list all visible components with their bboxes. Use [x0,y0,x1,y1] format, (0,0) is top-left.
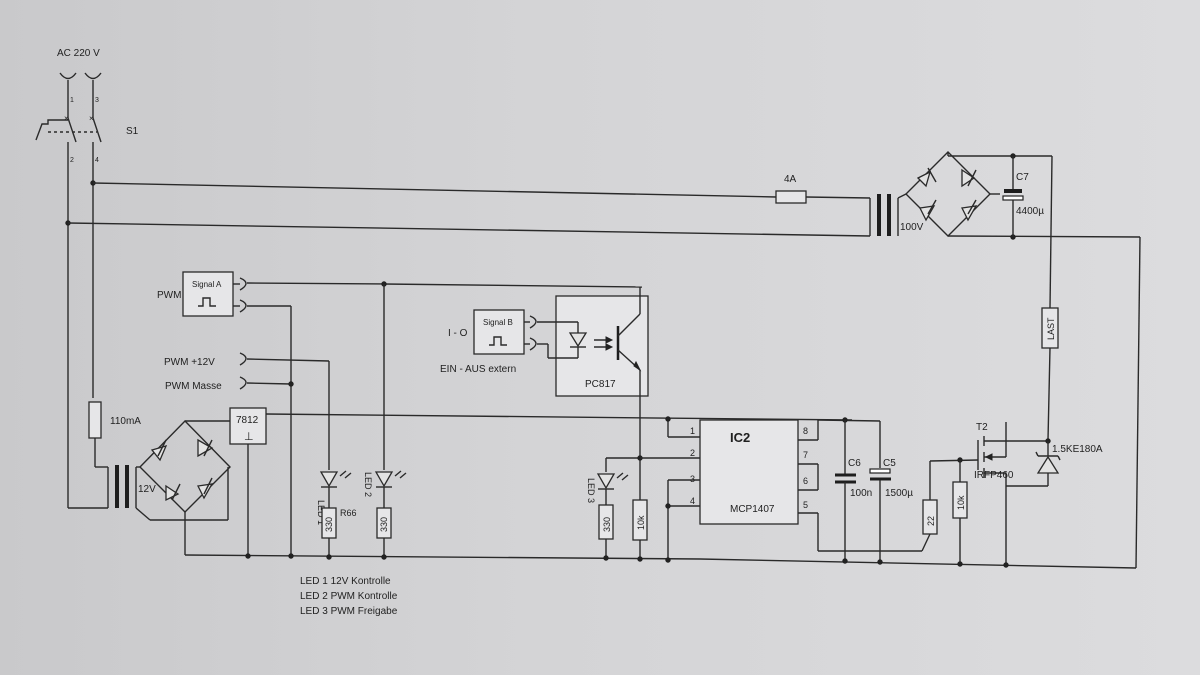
c6-value: 100n [850,488,872,499]
opto-led [568,332,588,348]
signal-b-caption: EIN - AUS extern [440,364,516,375]
aux-transformer-label: 12V [138,484,156,495]
terminal-pwm12-label: PWM +12V [164,357,215,368]
regulator-label: 7812 [236,415,259,426]
gate-driver-ic [699,419,799,525]
c7-value: 4400µ [1016,206,1044,217]
c5-value: 1500µ [885,488,913,499]
ic-pin-3: 3 [690,474,695,484]
fuse-main-label: 4A [784,174,797,185]
pin-4-label: 4 [95,157,99,164]
fuse-aux [88,401,102,439]
mains-terminal-3 [84,72,102,80]
load-label: LAST [1046,317,1056,340]
ic-pin-7: 7 [803,450,808,460]
r66-label: R66 [340,508,357,518]
main-bridge-rectifier [897,151,991,237]
ic-pin-5: 5 [803,500,808,510]
ground-symbol: ⊥ [244,431,254,443]
ic-part: MCP1407 [730,504,775,515]
resistor-330-1-label: 330 [324,517,334,532]
gate-pulldown-label: 10k [956,495,966,510]
capacitor-c5 [869,468,891,481]
pin-1-label: 1 [70,97,74,104]
tvs-diode [1006,441,1061,487]
signal-a-label: PWM [157,290,181,301]
led2-label: LED 2 [363,472,373,497]
pin-2-label: 2 [70,157,74,164]
voltage-regulator [229,407,267,445]
signal-b-label: I - O [448,328,468,339]
ic-pin-2: 2 [690,448,695,458]
switch-label: S1 [126,126,139,137]
main-transformer [869,194,899,236]
optocoupler [555,295,649,397]
signal-a-title: Signal A [192,280,222,289]
ic-pin-6: 6 [803,476,808,486]
svg-text:×: × [89,114,94,123]
capacitor-c6 [835,473,856,484]
terminal-pwm-gnd-label: PWM Masse [165,381,222,392]
led3-label: LED 3 [586,478,596,503]
c5-name: C5 [883,458,896,469]
mosfet-part: IRFP460 [974,470,1014,481]
ic-pin-8: 8 [803,426,808,436]
resistor-330-3-label: 330 [602,517,612,532]
resistor-330-2-label: 330 [379,517,389,532]
ic-pin-1: 1 [690,426,695,436]
c6-name: C6 [848,458,861,469]
led-1 [319,470,352,488]
signal-b-title: Signal B [483,318,513,327]
led-2 [374,470,407,488]
fuse-main [775,190,807,204]
main-transformer-label: 100V [900,222,924,233]
aux-bridge-rectifier [139,419,231,513]
aux-transformer [107,465,137,508]
ic-pin-4: 4 [690,496,695,506]
signal-b-box [473,309,525,355]
c7-name: C7 [1016,172,1029,183]
fuse-aux-label: 110mA [110,416,141,427]
mains-terminal-1 [59,72,77,80]
pin-3-label: 3 [95,97,99,104]
led1-label: LED 1 [316,500,326,525]
gate-resistor-label: 22 [926,516,936,526]
signal-a-box [182,271,234,317]
legend-led2: LED 2 PWM Kontrolle [300,591,398,602]
capacitor-c7 [1002,156,1024,237]
optocoupler-label: PC817 [585,379,616,390]
square-wave-icon [489,336,507,346]
ic-name: IC2 [730,430,750,445]
tvs-label: 1.5KE180A [1052,444,1103,455]
legend-led3: LED 3 PWM Freigabe [300,606,398,617]
legend-led1: LED 1 12V Kontrolle [300,576,391,587]
mains-label: AC 220 V [57,48,100,59]
svg-text:×: × [64,114,69,123]
main-switch: × × [35,114,102,143]
mosfet [977,422,1007,564]
resistor-10k-pulldown-label: 10k [636,515,646,530]
led-3 [596,472,629,490]
square-wave-icon [198,297,216,307]
mosfet-name: T2 [976,422,988,433]
